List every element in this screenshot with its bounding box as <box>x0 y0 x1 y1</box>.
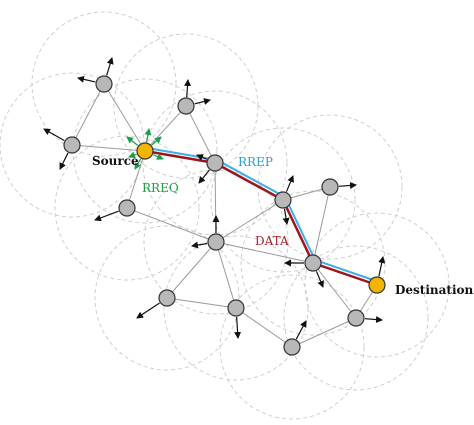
data-path <box>144 149 378 287</box>
mobility-arrow-icon <box>285 175 294 192</box>
network-node <box>207 233 225 251</box>
link <box>215 199 284 243</box>
rrep-label: RREP <box>238 155 273 169</box>
link <box>215 241 237 309</box>
network-node <box>63 136 81 154</box>
network-node <box>347 309 365 327</box>
link <box>71 83 105 146</box>
mobility-arrow-icon <box>191 241 208 249</box>
rreq-arrow-icon <box>126 136 139 146</box>
range-circle <box>283 245 429 391</box>
link <box>144 105 187 152</box>
range-circle <box>113 33 259 179</box>
range-circle <box>210 127 356 273</box>
range-circle <box>31 11 177 157</box>
source-label: Source <box>92 154 139 168</box>
destination-node <box>368 276 386 294</box>
network-node <box>118 199 136 217</box>
link <box>166 297 237 309</box>
mobility-arrow-icon <box>282 208 290 225</box>
mobility-arrow-icon <box>364 316 383 324</box>
mobility-arrow-icon <box>184 79 192 98</box>
rreq-arrow-icon <box>128 151 137 159</box>
mobility-arrow-icon <box>196 154 208 161</box>
data-label: DATA <box>255 234 289 248</box>
rreq-arrow-icon <box>151 136 162 146</box>
mobility-arrows <box>43 57 386 340</box>
range-circle <box>304 212 450 358</box>
link <box>166 241 217 299</box>
mobility-arrow-icon <box>94 210 119 222</box>
link <box>312 186 331 264</box>
mobility-arrow-icon <box>43 128 65 142</box>
mobility-arrow-icon <box>378 256 386 277</box>
network-node <box>283 338 301 356</box>
network-node <box>158 289 176 307</box>
source-node <box>136 142 154 160</box>
link <box>312 262 357 319</box>
nodes <box>63 75 386 356</box>
mobility-arrow-icon <box>59 152 69 170</box>
link <box>185 105 216 164</box>
mobility-arrow-icon <box>315 271 324 288</box>
mobility-arrow-icon <box>194 98 211 105</box>
range-circle <box>54 135 200 281</box>
rreq-broadcast-arrows <box>126 128 164 170</box>
mobility-arrow-icon <box>77 75 96 83</box>
range-circle <box>219 274 365 420</box>
link <box>126 150 146 209</box>
destination-label: Destination <box>395 283 474 297</box>
mobility-arrow-icon <box>106 57 114 76</box>
link <box>291 317 357 348</box>
transmission-ranges <box>0 11 450 420</box>
network-node <box>206 154 224 172</box>
link <box>71 144 146 152</box>
links <box>71 83 378 348</box>
mobility-arrow-icon <box>338 181 357 189</box>
network-node <box>177 97 195 115</box>
link <box>103 83 146 152</box>
rreq-arrow-icon <box>134 158 142 170</box>
mobility-arrow-icon <box>198 169 210 184</box>
network-node <box>304 254 322 272</box>
rreq-arrow-icon <box>152 153 164 160</box>
network-node <box>95 75 113 93</box>
mobility-arrow-icon <box>234 316 242 339</box>
network-node <box>321 178 339 196</box>
rreq-arrow-icon <box>144 128 152 143</box>
link <box>126 207 217 243</box>
rreq-label: RREQ <box>142 181 179 195</box>
network-node <box>274 191 292 209</box>
range-circle <box>163 235 309 381</box>
mobility-arrow-icon <box>295 320 307 340</box>
link <box>215 241 314 264</box>
mobility-arrow-icon <box>136 302 160 319</box>
network-node <box>227 299 245 317</box>
range-circle <box>94 225 240 371</box>
link <box>235 307 293 348</box>
